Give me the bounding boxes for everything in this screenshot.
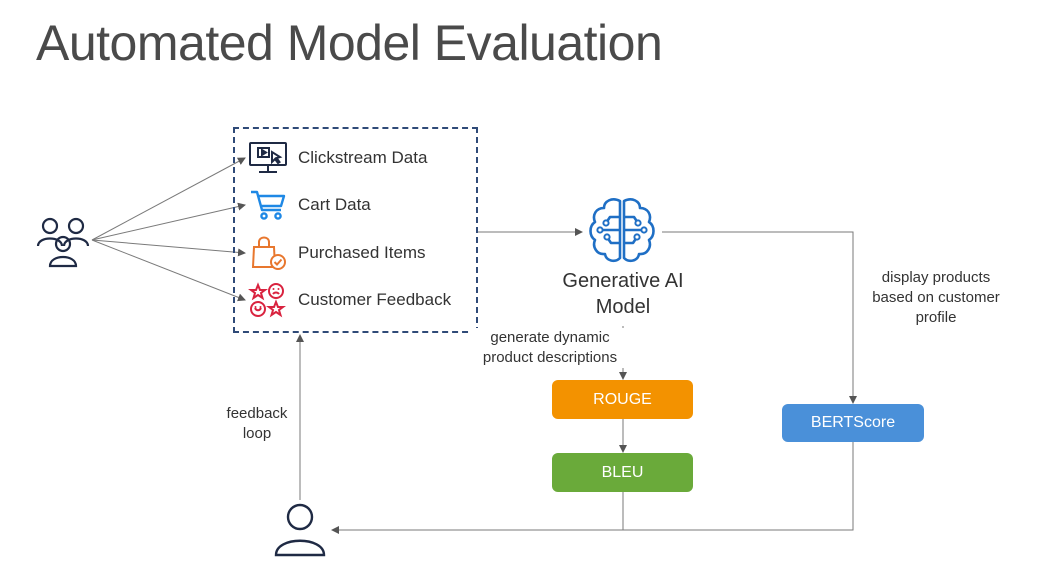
page-title: Automated Model Evaluation [36, 15, 663, 71]
generate-descriptions-note: generate dynamic product descriptions [470, 328, 630, 368]
users-to-clickstream-arrow [91, 157, 246, 241]
source-item-cart: Cart Data [247, 187, 371, 223]
users-to-feedback-arrow [91, 239, 246, 302]
feedback-note-line1: feedback [226, 405, 288, 422]
feedback-note-line2: loop [242, 425, 272, 442]
bleu-metric-box: BLEU [552, 453, 693, 492]
generate-note-line2: product descriptions [482, 349, 618, 366]
model-label: Generative AI Model [540, 268, 706, 320]
shopping-bag-check-icon [247, 235, 289, 271]
model-to-bertscore-arrow [662, 231, 857, 404]
user-icon [272, 500, 328, 560]
bertscore-metric-box: BERTScore [782, 404, 924, 442]
generate-note-line1: generate dynamic [490, 329, 610, 346]
rouge-metric-box: ROUGE [552, 380, 693, 419]
data-sources-group: Clickstream Data Cart Data [233, 127, 478, 333]
bleu-label: BLEU [601, 463, 644, 481]
display-note-line2: based on customer [872, 289, 1000, 306]
monitor-cursor-icon [247, 140, 289, 176]
source-label: Clickstream Data [298, 148, 428, 167]
model-label-line2: Model [595, 296, 651, 318]
source-item-purchased: Purchased Items [247, 235, 426, 271]
display-products-note: display products based on customer profi… [856, 268, 1016, 328]
bertscore-label: BERTScore [810, 414, 896, 431]
feedback-loop-note: feedback loop [217, 404, 297, 444]
feedback-faces-icon [247, 282, 289, 318]
users-to-purchased-arrow [91, 239, 246, 257]
model-label-line1: Generative AI [562, 270, 684, 292]
rouge-label: ROUGE [593, 390, 652, 408]
users-to-cart-arrow [91, 202, 246, 241]
users-group-icon [34, 212, 94, 272]
source-label: Customer Feedback [298, 290, 452, 309]
source-item-feedback: Customer Feedback [247, 282, 451, 318]
brain-circuit-icon [586, 195, 658, 265]
display-note-line1: display products [881, 269, 991, 286]
display-note-line3: profile [915, 309, 957, 326]
source-label: Purchased Items [298, 243, 426, 262]
source-label: Cart Data [298, 195, 371, 214]
shopping-cart-icon [247, 187, 289, 223]
bertscore-to-user-arrow [331, 442, 854, 534]
source-item-clickstream: Clickstream Data [247, 140, 427, 176]
